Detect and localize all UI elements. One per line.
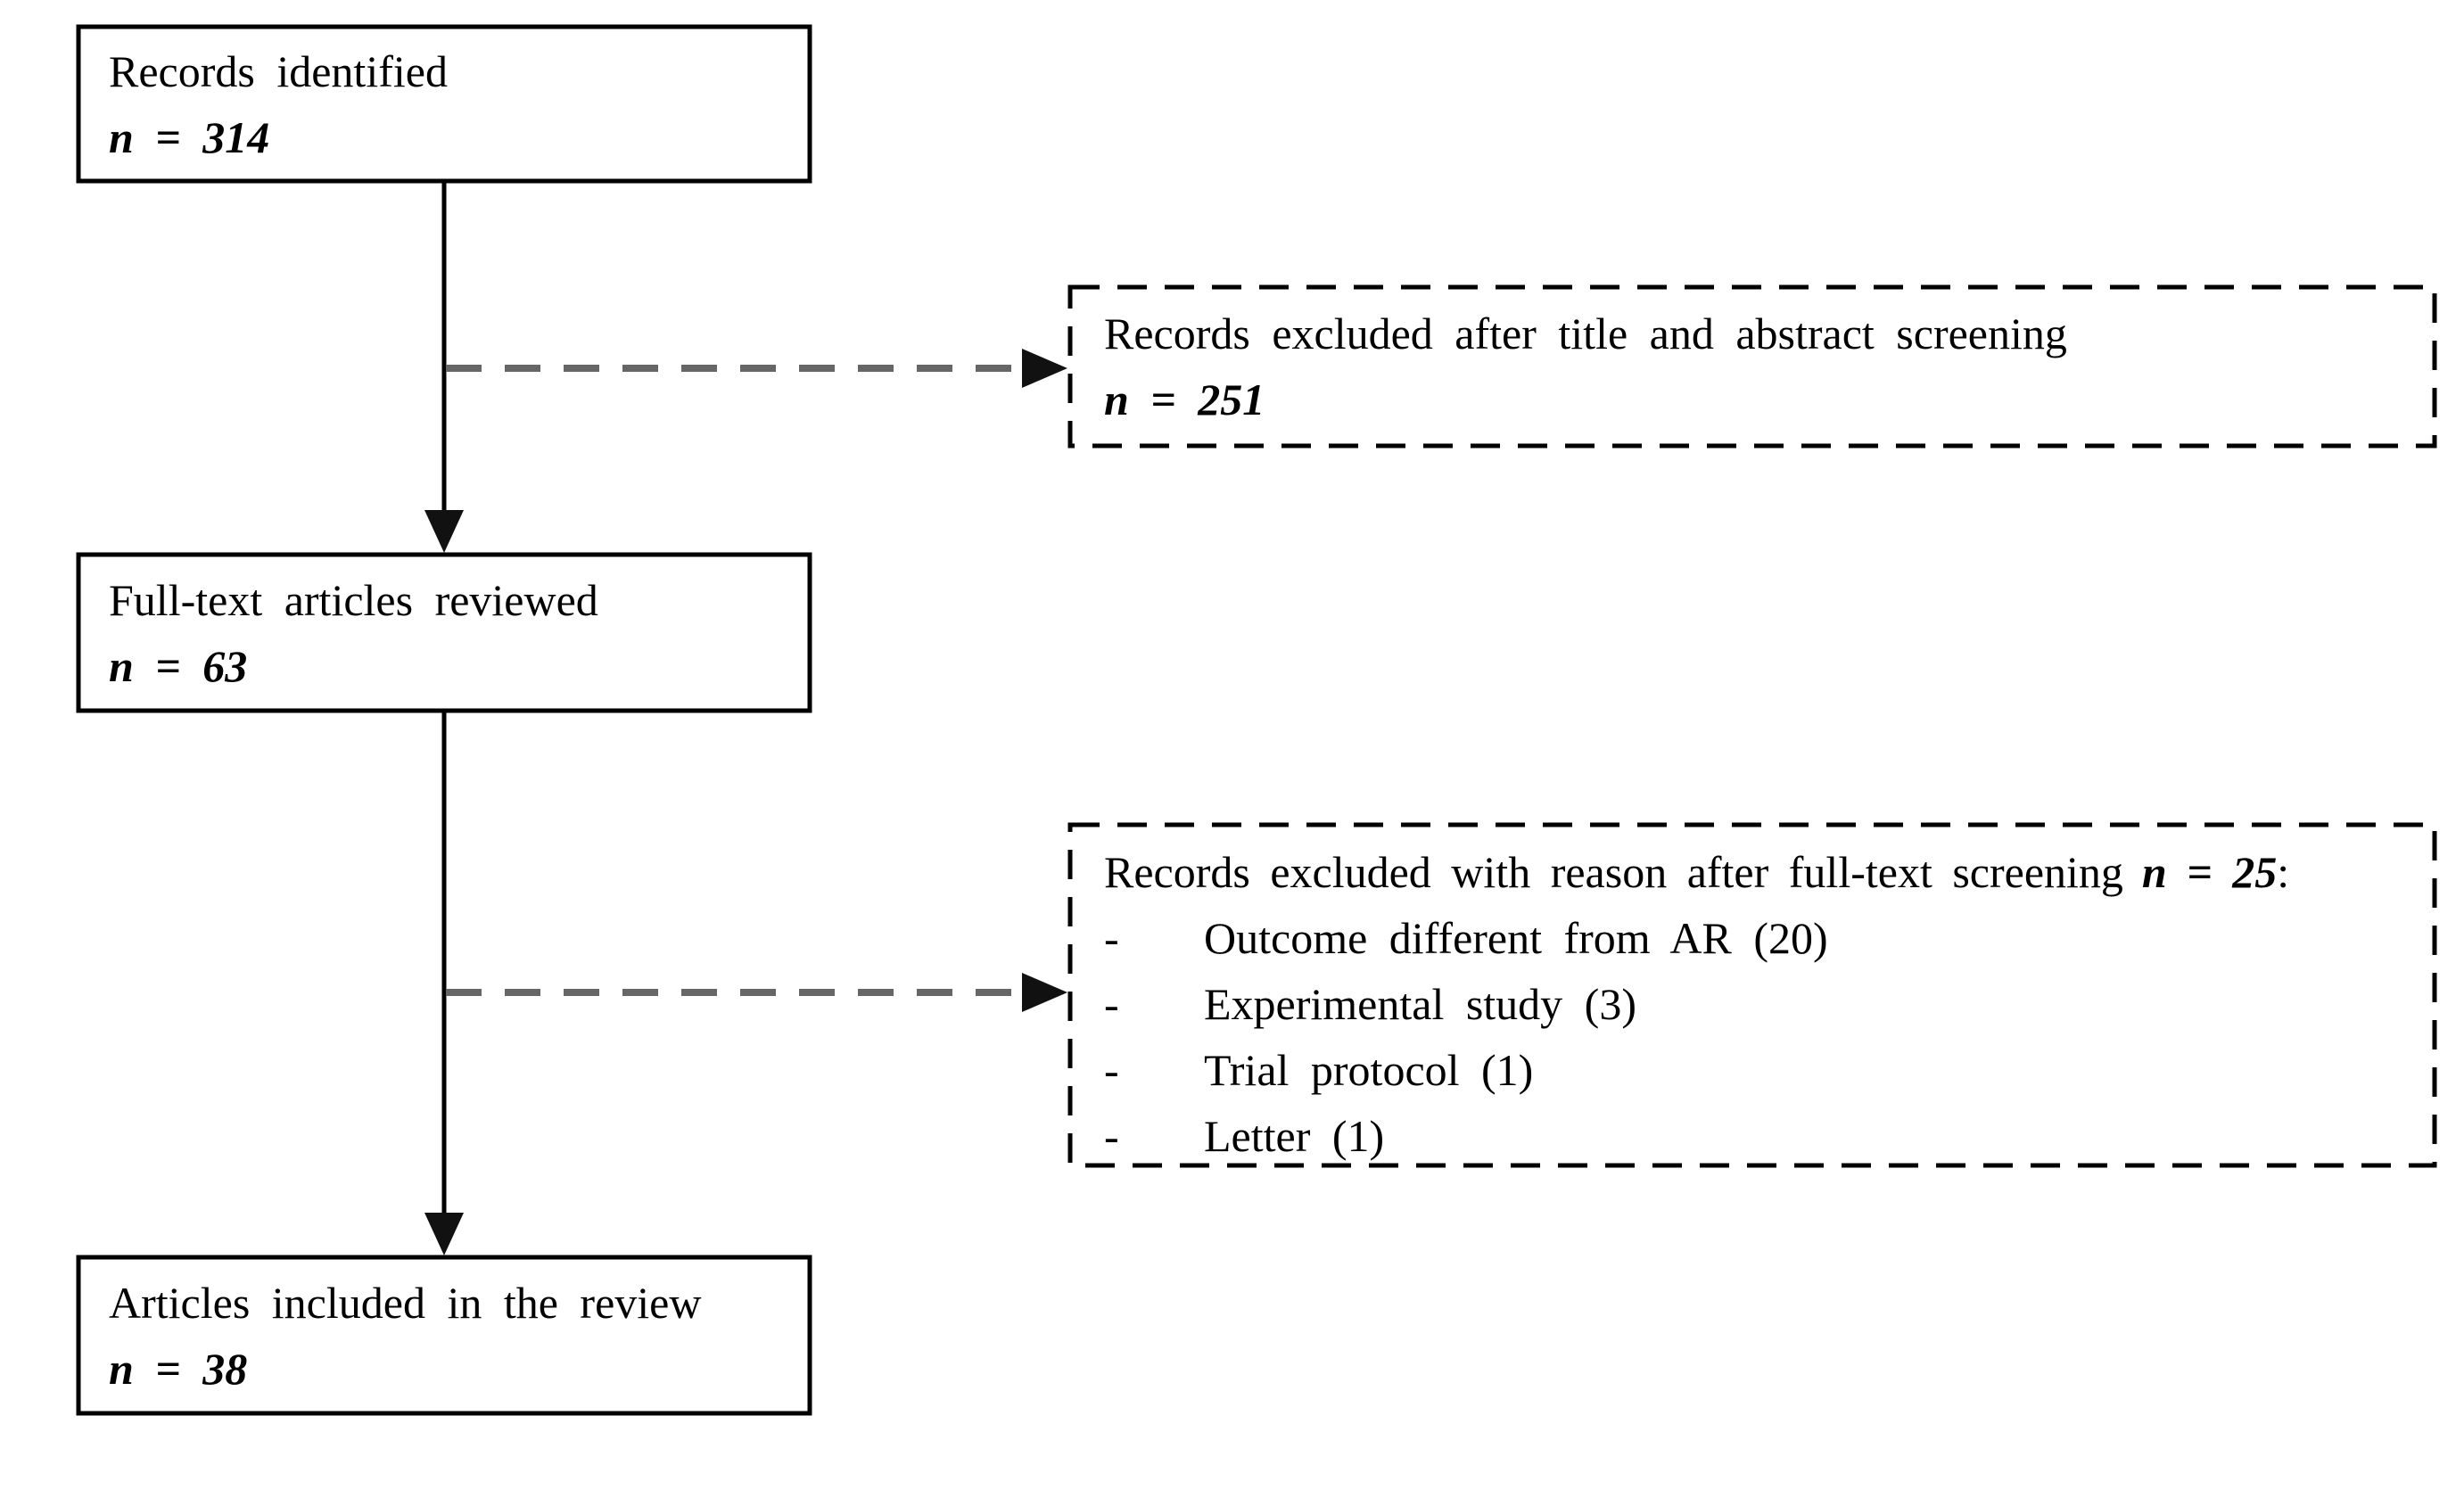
records-identified-label: Records identified [109,45,448,96]
reason-text: Experimental study (3) [1204,979,1636,1029]
records-identified-box: Records identified n = 314 [78,27,810,181]
dashed-arrow-to-title-abstract-exclusions-arrowhead [1022,349,1067,388]
included-box-outline [76,1255,812,1416]
excluded-fulltext-label: Records excluded with reason after full-… [1104,847,2123,897]
reason-text: Outcome different from AR (20) [1204,913,1828,963]
arrow-fulltext-to-included-arrowhead [424,1213,464,1255]
excluded-fulltext-box-outline [1067,822,2437,1168]
excluded-title-abstract-count: n = 251 [1104,374,1265,424]
reason-bullet: - [1104,913,1119,963]
fulltext-reviewed-label: Full-text articles reviewed [109,574,598,625]
fulltext-reviewed-box: Full-text articles reviewed n = 63 [78,555,810,711]
included-count: n = 38 [109,1343,248,1394]
included-box: Articles included in the review n = 38 [78,1257,810,1413]
excluded-title-abstract-box: Records excluded after title and abstrac… [1070,287,2435,446]
excluded-title-abstract-box-outline [1067,284,2437,449]
excluded-fulltext-count: n = 25 [2141,847,2278,897]
arrow-identified-to-fulltext-arrowhead [424,510,464,553]
fulltext-reviewed-box-outline [76,552,812,713]
reason-bullet: - [1104,1111,1119,1161]
excluded-fulltext-box: Records excluded with reason after full-… [1070,825,2435,1165]
excluded-fulltext-colon: : [2277,847,2290,897]
records-identified-box-outline [76,24,812,184]
fulltext-reviewed-count: n = 63 [109,640,248,691]
records-identified-count: n = 314 [109,111,270,162]
reason-text: Trial protocol (1) [1204,1045,1534,1095]
reason-bullet: - [1104,1045,1119,1095]
excluded-fulltext-header: Records excluded with reason after full-… [1104,839,2427,905]
reason-text: Letter (1) [1204,1111,1385,1161]
exclusion-reason-item: - Experimental study (3) [1104,971,2427,1037]
exclusion-reason-item: - Trial protocol (1) [1104,1037,2427,1103]
exclusion-reason-item: - Letter (1) [1104,1103,2427,1169]
dashed-arrow-to-fulltext-exclusions-arrowhead [1022,973,1067,1012]
exclusion-reason-item: - Outcome different from AR (20) [1104,905,2427,971]
excluded-title-abstract-label: Records excluded after title and abstrac… [1104,309,2067,358]
reason-bullet: - [1104,979,1119,1029]
included-label: Articles included in the review [109,1277,702,1328]
